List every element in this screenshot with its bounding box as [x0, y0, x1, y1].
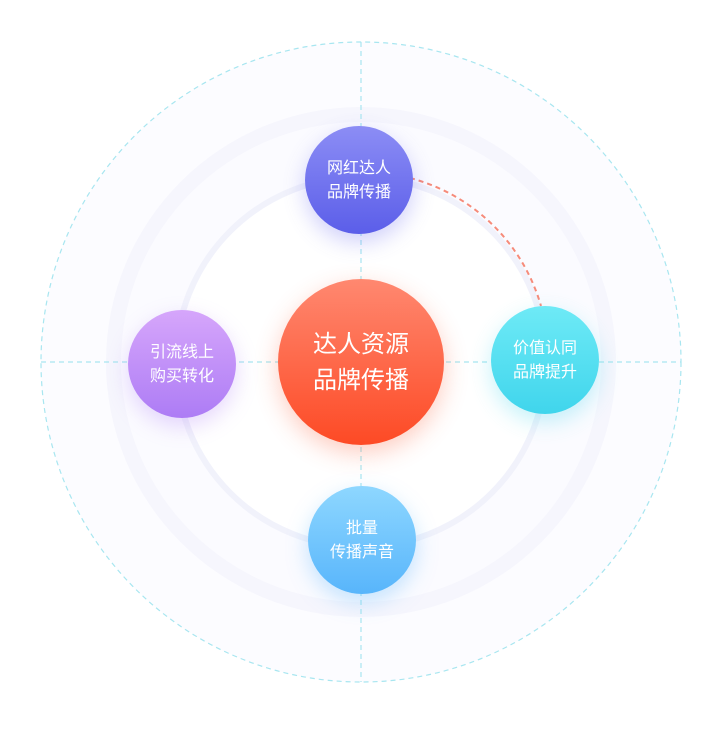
node-left: 引流线上 购买转化: [128, 310, 236, 418]
node-top: 网红达人 品牌传播: [305, 126, 413, 234]
node-top-line1: 网红达人: [326, 158, 391, 177]
node-bottom-line1: 批量: [345, 518, 378, 537]
node-bottom: 批量 传播声音: [308, 486, 416, 594]
node-right-line1: 价值认同: [512, 338, 577, 357]
node-right-line2: 品牌提升: [512, 362, 577, 381]
node-right: 价值认同 品牌提升: [491, 306, 599, 414]
node-left-line1: 引流线上: [149, 342, 214, 361]
node-bottom-line2: 传播声音: [329, 542, 394, 561]
center-node: 达人资源 品牌传播: [278, 279, 444, 445]
center-line2: 品牌传播: [313, 366, 409, 394]
node-left-line2: 购买转化: [149, 366, 214, 385]
center-line1: 达人资源: [313, 330, 409, 358]
node-top-line2: 品牌传播: [326, 182, 391, 201]
